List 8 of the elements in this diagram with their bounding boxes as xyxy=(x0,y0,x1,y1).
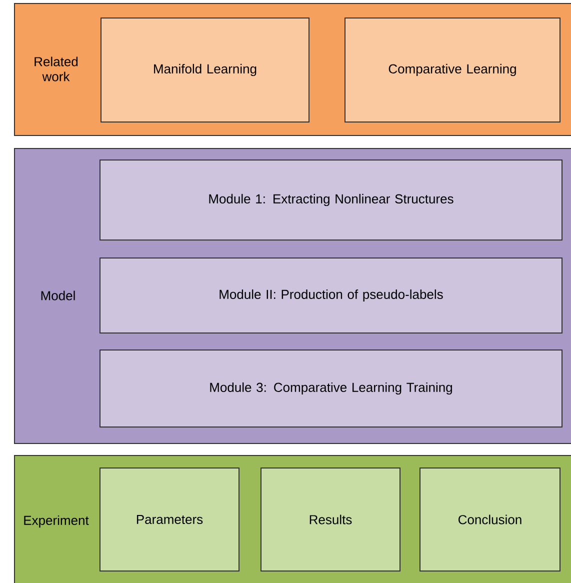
content-box: Conclusion xyxy=(420,468,560,572)
content-box: Manifold Learning xyxy=(100,18,310,122)
content-box: Module 3: Comparative Learning Training xyxy=(100,350,562,428)
content-box: Results xyxy=(260,468,400,572)
content-box: Comparative Learning xyxy=(344,18,560,122)
content-box: Parameters xyxy=(100,468,240,572)
content-box: Module 1: Extracting Nonlinear Structures xyxy=(100,160,562,240)
content-box: Module II: Production of pseudo-labels xyxy=(100,258,562,334)
